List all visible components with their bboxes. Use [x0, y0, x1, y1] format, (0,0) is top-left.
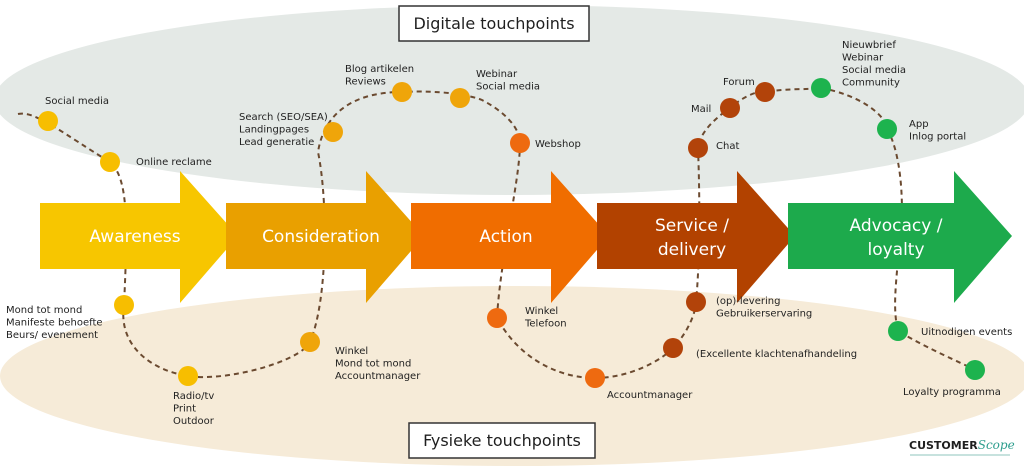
digital-touchpoints-title: Digitale touchpoints	[413, 14, 574, 33]
label-chat: Chat	[716, 141, 739, 152]
dot-app	[877, 119, 897, 139]
touchpoint-dots	[38, 78, 985, 388]
label-mail: Mail	[691, 104, 711, 115]
physical-touchpoints-title: Fysieke touchpoints	[423, 431, 581, 450]
dot-levering	[686, 292, 706, 312]
customerscope-logo: CUSTOMERScope	[909, 438, 1015, 456]
label-webshop: Webshop	[535, 139, 581, 150]
stage-arrow-2	[226, 171, 424, 303]
dot-winkel-telefoon	[487, 308, 507, 328]
dot-blog	[392, 82, 412, 102]
label-accountmanager: Accountmanager	[607, 390, 693, 401]
stage-arrow-4	[597, 171, 795, 303]
stage-arrow-5	[788, 171, 1012, 303]
dot-loyalty	[965, 360, 985, 380]
stage-label-3: Action	[479, 227, 532, 247]
dot-webinar	[450, 88, 470, 108]
physical-touchpoints-area	[0, 286, 1024, 466]
dot-forum	[755, 82, 775, 102]
dot-search	[323, 122, 343, 142]
label-loyalty: Loyalty programma	[903, 387, 1001, 398]
stage-label-2: Consideration	[262, 227, 380, 247]
digital-touchpoints-area	[0, 5, 1024, 195]
digital-touchpoints-header: Digitale touchpoints	[398, 5, 590, 42]
logo-text: CUSTOMERScope	[909, 438, 1015, 452]
dot-radio-tv	[178, 366, 198, 386]
label-online-reclame: Online reclame	[136, 157, 212, 168]
dot-winkel-accountmanager	[300, 332, 320, 352]
dot-online-reclame	[100, 152, 120, 172]
stage-arrow-1	[40, 171, 238, 303]
label-social-media: Social media	[45, 96, 109, 107]
dot-nieuwsbrief	[811, 78, 831, 98]
dot-webshop	[510, 133, 530, 153]
physical-touchpoints-header: Fysieke touchpoints	[408, 422, 596, 459]
stage-arrow-3	[411, 171, 609, 303]
stage-label-5: Advocacy /loyalty	[850, 216, 943, 260]
label-klachten: (Excellente klachtenafhandeling	[696, 349, 857, 360]
label-events: Uitnodigen events	[921, 327, 1012, 338]
dot-mail	[720, 98, 740, 118]
label-forum: Forum	[723, 77, 755, 88]
dot-social-media	[38, 111, 58, 131]
stage-arrows: Awareness Consideration Action Service /del…	[40, 171, 1012, 303]
touchpoint-labels: Social media Online reclame Search (SEO/…	[6, 40, 1012, 427]
dot-mond-tot-mond	[114, 295, 134, 315]
stage-label-4: Service /delivery	[655, 216, 729, 260]
dot-accountmanager	[585, 368, 605, 388]
dot-events	[888, 321, 908, 341]
dot-chat	[688, 138, 708, 158]
stage-label-1: Awareness	[89, 227, 180, 247]
dot-klachten	[663, 338, 683, 358]
